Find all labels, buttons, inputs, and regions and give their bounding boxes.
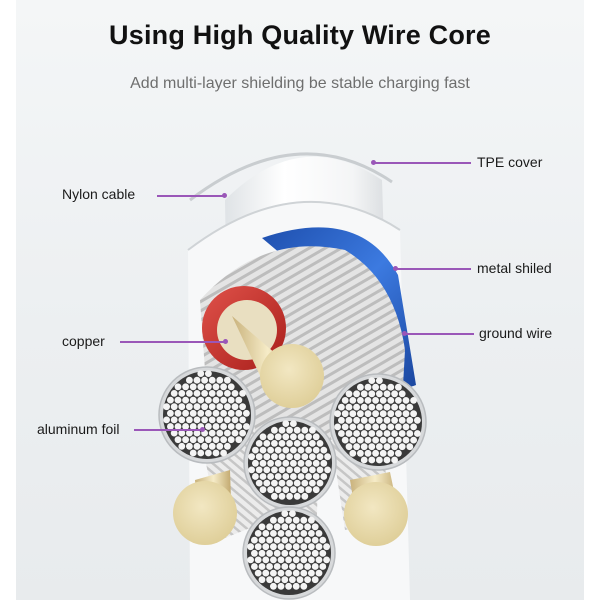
leader-metal-shield: [396, 268, 471, 270]
aluminum-bundle-left: [158, 366, 256, 464]
gold-core-left: [173, 470, 237, 545]
leader-copper: [120, 341, 226, 343]
tpe-cover-rim: [189, 152, 393, 202]
right-border: [584, 0, 600, 600]
gold-core-right: [344, 472, 408, 546]
leader-dot-metal-shield: [393, 266, 398, 271]
leader-aluminum-foil: [134, 429, 203, 431]
leader-tpe-cover: [374, 162, 471, 164]
label-nylon-cable: Nylon cable: [62, 186, 136, 202]
label-aluminum-foil: aluminum foil: [37, 421, 120, 437]
label-metal-shield: metal shiled: [477, 260, 552, 276]
aluminum-bundle-center: [243, 416, 337, 510]
label-copper: copper: [62, 333, 105, 349]
left-border: [0, 0, 16, 600]
aluminum-bundle-bottom: [242, 506, 336, 600]
leader-dot-ground-wire: [402, 331, 407, 336]
label-tpe-cover: TPE cover: [477, 154, 543, 170]
leader-dot-tpe-cover: [371, 160, 376, 165]
leader-dot-copper: [223, 339, 228, 344]
leader-dot-nylon-cable: [222, 193, 227, 198]
leader-nylon-cable: [157, 195, 225, 197]
label-ground-wire: ground wire: [479, 325, 553, 341]
aluminum-bundle-right: [329, 373, 427, 471]
leader-dot-aluminum-foil: [200, 427, 205, 432]
page-subtitle: Add multi-layer shielding be stable char…: [130, 75, 470, 92]
copper-core: [232, 316, 324, 408]
leader-ground-wire: [405, 333, 474, 335]
page-title: Using High Quality Wire Core: [109, 20, 491, 50]
